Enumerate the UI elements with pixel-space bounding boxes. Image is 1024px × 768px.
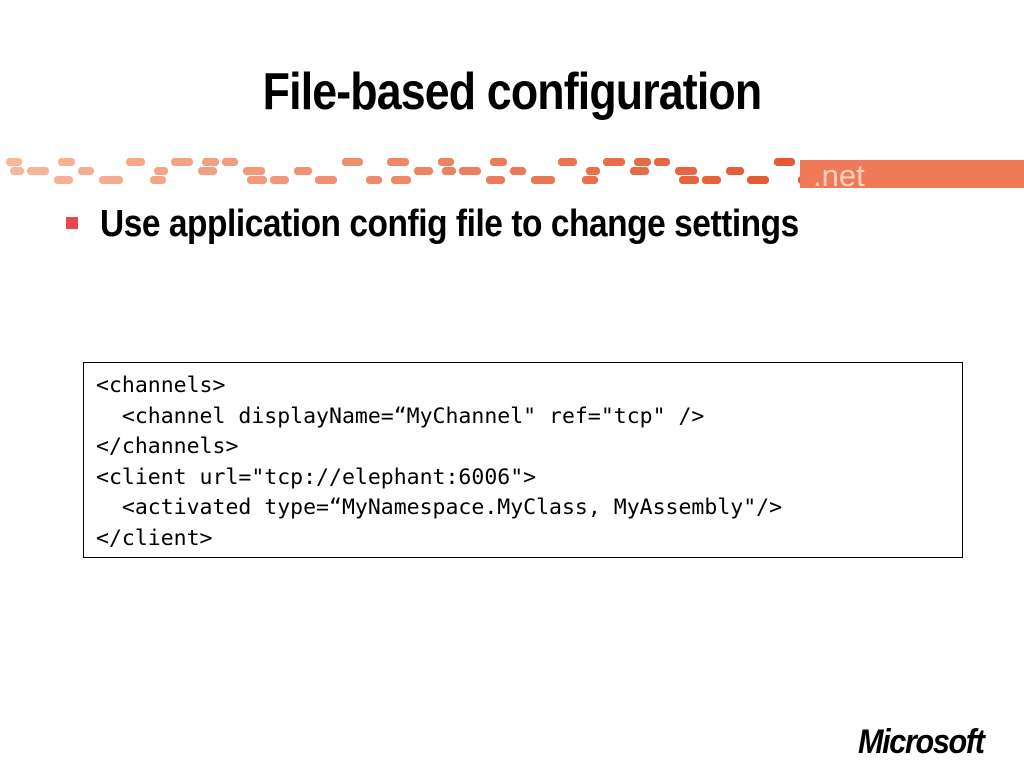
banner-block <box>603 158 625 166</box>
banner-block <box>586 167 600 175</box>
code-line: <channels> <box>96 373 226 398</box>
banner-block <box>387 158 409 166</box>
banner-block <box>298 167 312 175</box>
banner-block <box>171 158 193 166</box>
banner-block <box>58 158 75 166</box>
banner-block <box>54 176 73 184</box>
code-block: <channels> <channel displayName=“MyChann… <box>83 362 963 558</box>
code-line: </channels> <box>96 434 239 460</box>
banner-block <box>747 176 769 184</box>
banner-block <box>486 176 505 184</box>
banner-block <box>222 158 238 166</box>
banner-block <box>510 167 526 175</box>
code-line: <client url="tcp://elephant:6006"> <box>96 464 537 490</box>
banner-block <box>730 167 744 175</box>
bullet-text: Use application config file to change se… <box>100 203 799 245</box>
banner-block <box>654 158 670 166</box>
banner-block <box>630 167 649 175</box>
banner-block <box>243 167 265 175</box>
code-line: </client> <box>96 525 213 551</box>
banner-block <box>202 158 219 166</box>
banner-block <box>27 167 49 175</box>
banner-block <box>582 176 598 184</box>
banner-block <box>78 167 94 175</box>
banner-block <box>6 158 22 166</box>
banner-block <box>154 167 168 175</box>
banner-block <box>414 167 433 175</box>
banner-block <box>679 176 699 184</box>
code-line: <channel displayName=“MyChannel" ref="tc… <box>96 403 705 429</box>
banner-block <box>270 176 289 184</box>
banner-block <box>459 167 481 175</box>
banner-block <box>535 176 555 184</box>
banner-block <box>10 167 24 175</box>
banner-block <box>778 158 795 166</box>
banner-block <box>438 158 454 166</box>
banner-block <box>558 158 577 166</box>
slide-title: File-based configuration <box>262 63 763 121</box>
banner-block <box>103 176 123 184</box>
microsoft-logo: Microsoft <box>858 723 985 761</box>
banner-block <box>126 158 145 166</box>
banner-block <box>366 176 382 184</box>
banner-block <box>198 167 217 175</box>
banner-block <box>247 176 267 184</box>
square-bullet-icon <box>66 217 78 229</box>
banner-block <box>634 158 651 166</box>
banner-block <box>315 176 337 184</box>
banner-block <box>150 176 166 184</box>
banner-block <box>391 176 411 184</box>
banner-block <box>675 167 697 175</box>
code-line: <activated type=“MyNamespace.MyClass, My… <box>96 495 783 521</box>
banner-bar <box>800 160 1024 188</box>
banner-block <box>346 158 363 166</box>
banner-block <box>702 176 721 184</box>
banner-pattern <box>6 158 814 184</box>
dotnet-text: .net <box>813 158 865 193</box>
dotnet-banner: .net <box>0 150 1024 196</box>
banner-block <box>442 167 456 175</box>
banner-block <box>490 158 507 166</box>
